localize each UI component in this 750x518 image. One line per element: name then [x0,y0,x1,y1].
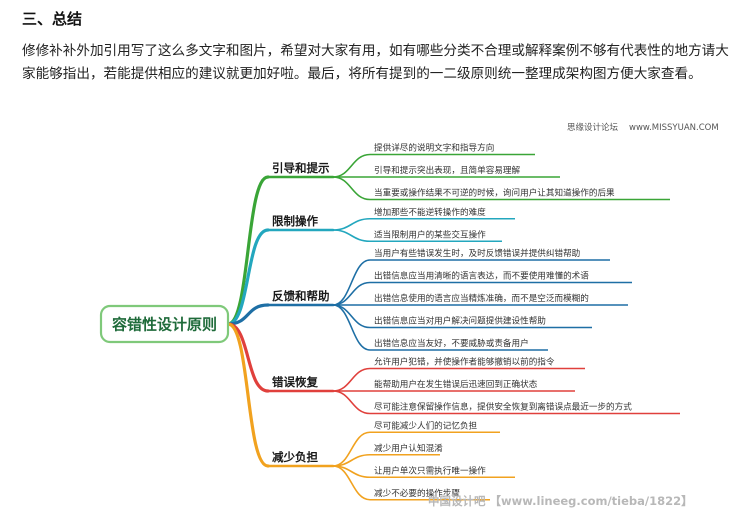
leaf-label: 当重要或操作结果不可逆的时候，询问用户让其知道操作的后果 [374,187,615,199]
root-node: 容错性设计原则 [99,304,230,344]
branch-label: 引导和提示 [272,161,330,175]
section-heading: 三、总结 [22,10,83,28]
leaf-label: 适当限制用户的某些交互操作 [374,228,486,240]
mindmap-edges [226,153,680,501]
branch-label: 限制操作 [272,214,318,228]
leaf-label: 尽可能减少人们的记忆负担 [374,419,478,431]
leaf-label: 减少不必要的操作步骤 [374,487,460,499]
watermark: 中国设计吧 【www.lineeg.com/tieba/1822】 [428,494,693,508]
branch-label: 减少负担 [272,450,318,464]
branch-label: 错误恢复 [272,375,318,389]
leaf-label: 当用户有些错误发生时，及时反馈错误并提供纠错帮助 [374,247,580,259]
root-branch-connector [226,322,270,393]
brand-url: www.MISSYUAN.COM [629,123,719,133]
branch-leaf-connector [332,229,371,243]
brand-name: 思缘设计论坛 [567,122,619,133]
root-branch-connector [226,322,270,468]
root-branch-connector [226,228,270,326]
leaf-label: 能帮助用户在发生错误后迅速回到正确状态 [374,378,538,390]
branch-leaf-connector [332,390,371,415]
branch-leaf-connector [332,465,371,501]
intro-paragraph: 修修补补外加引用写了这么多文字和图片，希望对大家有用，如有哪些分类不合理或解释案… [22,43,729,82]
leaf-label: 增加那些不能逆转操作的难度 [374,206,486,218]
branch-leaf-connector [332,304,371,351]
root-node-box [99,304,230,344]
leaf-label: 出错信息应当友好，不要威胁或责备用户 [374,337,529,349]
root-label: 容错性设计原则 [111,316,217,334]
leaf-label: 提供详尽的说明文字和指导方向 [374,142,494,154]
brand-logo: 思缘设计论坛 www.MISSYUAN.COM [567,122,719,133]
leaf-label: 尽可能注意保留操作信息，提供安全恢复到离错误点最近一步的方式 [374,401,632,413]
leaf-label: 让用户单次只需执行唯一操作 [374,464,486,476]
branch-leaf-connector [332,304,371,329]
branch-leaf-connector [332,367,371,392]
branch-leaf-connector [332,153,371,178]
leaf-label: 出错信息使用的语言应当精炼准确，而不是空泛而模糊的 [374,292,589,304]
branch-leaf-connector [332,281,371,306]
leaf-label: 允许用户犯错，并使操作者能够撤销以前的指令 [374,356,555,368]
leaf-label: 减少用户认知混淆 [374,442,443,454]
leaf-label: 出错信息应当用清晰的语言表达，而不要使用难懂的术语 [374,270,589,282]
branch-leaf-connector [332,217,371,231]
branch-leaf-connector [332,176,371,201]
leaf-label: 出错信息应当对用户解决问题提供建设性帮助 [374,315,546,327]
root-branch-connector [226,175,270,326]
branch-label: 反馈和帮助 [272,289,330,303]
mindmap-nodes: 引导和提示 提供详尽的说明文字和指导方向引导和提示突出表现，且简单容易理解当重要或… [272,142,632,499]
leaf-label: 引导和提示突出表现，且简单容易理解 [374,164,521,176]
